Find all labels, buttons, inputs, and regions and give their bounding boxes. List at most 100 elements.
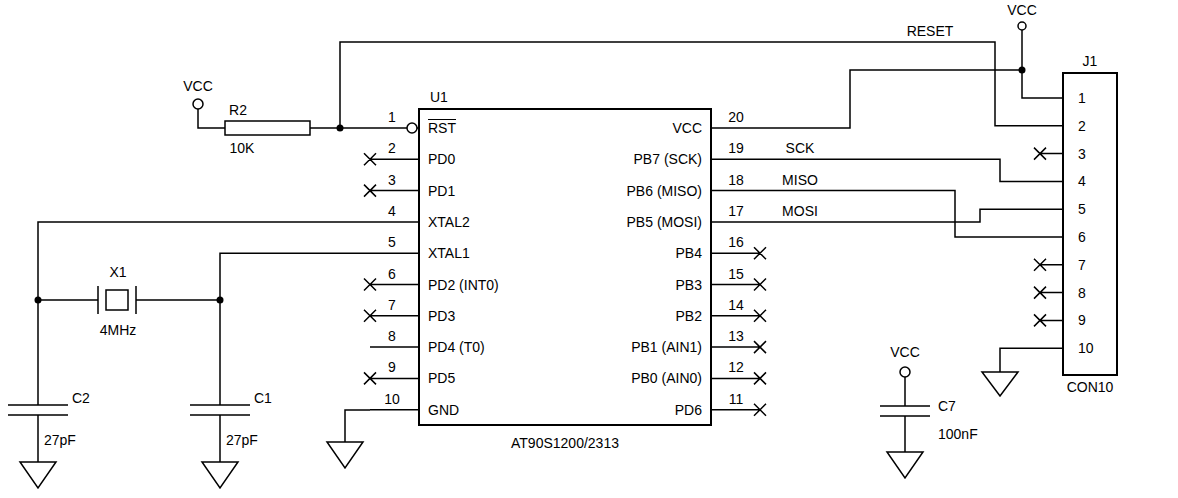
pin-number: 9 [388,360,396,374]
component-label: C1 [254,391,272,405]
pin-number: 7 [1078,258,1086,272]
part-number: CON10 [1067,380,1114,394]
pin-name: PB4 [676,246,702,260]
pin-number: 2 [388,141,396,155]
pin-number: 11 [729,392,744,406]
junction-dot [217,297,224,304]
reference-designator: U1 [430,90,448,104]
component-value: 100nF [938,427,978,441]
schematic-art [8,22,1062,488]
pin-name: XTAL1 [428,246,470,260]
component-value: 10K [230,141,255,155]
component-label: X1 [109,265,126,279]
capacitor-symbol [8,367,930,462]
wire [712,191,1062,237]
vcc-symbol [1018,22,1026,30]
pin-number: 17 [728,204,744,218]
pin-name: PB3 [676,278,702,292]
wire [340,42,1062,128]
resistor-symbol [193,99,203,109]
crystal-wire [38,222,370,405]
pin-name: PD6 [675,403,702,417]
pin-number: 1 [388,110,396,124]
pin-number: 14 [728,298,744,312]
pin-number: 9 [1078,313,1086,327]
ground-symbol [982,348,1062,396]
crystal-symbol [106,290,128,310]
pin-number: 3 [388,173,396,187]
wire [712,209,1062,222]
signal-name: RESET [905,24,956,38]
wire [712,159,1062,181]
power-label: VCC [890,345,920,359]
capacitor-symbol [900,367,910,377]
pin-stub [364,148,1062,416]
crystal-symbol [38,286,220,314]
vcc-symbol [1021,30,1023,70]
pin-name: PD4 (T0) [428,340,485,354]
ground-symbol [202,462,238,488]
junction-dot [35,297,42,304]
pin-number: 7 [388,298,396,312]
component-value: 4MHz [100,323,137,337]
wire [712,70,1062,128]
pin-number: 2 [1078,119,1086,133]
connector-header: J1CON10 [1062,72,1118,376]
component-label: C7 [938,399,956,413]
signal-name: SCK [784,141,817,155]
pin-number: 18 [728,173,744,187]
reference-designator: J1 [1083,54,1098,68]
pin-name: XTAL2 [428,215,470,229]
capacitor-symbol [880,377,930,452]
pin-name: PD3 [428,309,455,323]
component-label: C2 [72,391,90,405]
pin-number: 4 [1078,174,1086,188]
pin-number: 16 [728,235,744,249]
pin-name: PD2 (INT0) [428,278,499,292]
pin-name: PB7 (SCK) [634,152,702,166]
pin-name: RST [428,121,456,135]
pin-number: 5 [388,235,396,249]
pin-number: 20 [728,110,744,124]
vcc-symbol [1018,22,1026,70]
pin-number: 6 [1078,230,1086,244]
pin-number: 1 [1078,91,1086,105]
pin-number: 8 [388,329,396,343]
crystal-wire [38,222,370,405]
component-label: R2 [229,103,247,117]
pin-number: 5 [1078,202,1086,216]
component-value: 27pF [226,433,258,447]
pin-number: 12 [728,360,744,374]
pin-name: PD5 [428,371,455,385]
resistor-symbol [225,121,310,135]
pin-number: 15 [728,267,744,281]
pin-number: 10 [1078,341,1094,355]
power-label: VCC [1007,3,1037,17]
pin-number: 8 [1078,286,1086,300]
pin-name: PB1 (AIN1) [631,340,702,354]
pin-number: 3 [1078,147,1086,161]
pin-name: PB6 (MISO) [627,184,702,198]
signal-name: MOSI [780,204,820,218]
resistor-symbol [193,99,340,135]
pin-name: GND [428,403,459,417]
component-value: 27pF [44,433,76,447]
signal-name: MISO [780,173,820,187]
ground-symbol [887,452,923,478]
pin-number: 19 [728,141,744,155]
pin-number: 10 [384,392,400,406]
ground-symbol [327,410,370,468]
pin-name: PD1 [428,184,455,198]
pin-number: 6 [388,267,396,281]
pin-number: 13 [728,329,744,343]
crystal-symbol [38,286,220,314]
pin-name: PB2 [676,309,702,323]
ground-symbol [20,462,56,488]
part-number: AT90S1200/2313 [511,436,619,450]
pin-stub [364,148,1062,416]
pin-name: PB0 (AIN0) [631,371,702,385]
pin-name: PD0 [428,152,455,166]
